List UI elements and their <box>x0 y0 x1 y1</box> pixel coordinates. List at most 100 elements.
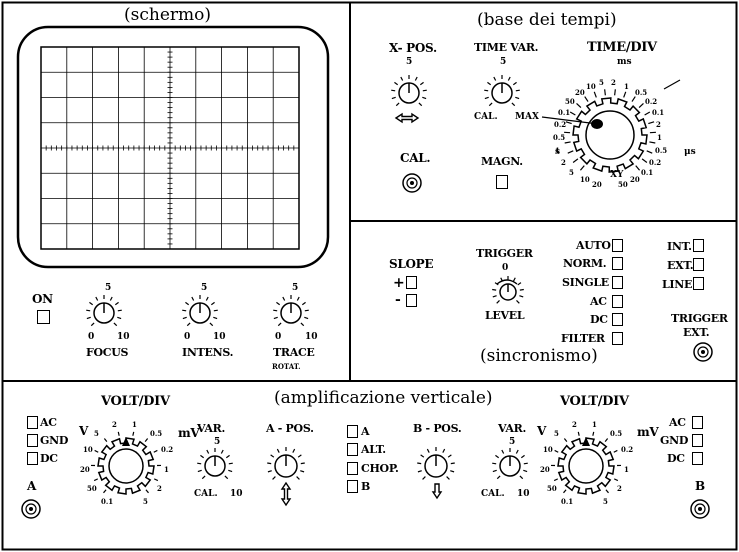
time-div-scale-label: 0.5 <box>635 88 648 97</box>
dial-tick <box>153 478 159 482</box>
dial-tick <box>564 141 571 144</box>
power-switch[interactable] <box>37 310 50 324</box>
timevar-label: TIME VAR. <box>474 41 539 54</box>
mode-a-button[interactable] <box>347 425 358 438</box>
intens-knob[interactable] <box>182 295 218 327</box>
volt-div-pointer-icon <box>122 437 130 446</box>
dial-tick <box>93 478 99 482</box>
var-b-max-label: 10 <box>517 489 530 499</box>
intens-label: INTENS. <box>182 346 234 359</box>
mode-dc-label: DC <box>590 313 608 326</box>
source-line-button[interactable] <box>693 277 704 290</box>
trigger-level-knob[interactable] <box>492 276 524 304</box>
volt-div-a-scale-label: 1 <box>164 465 169 474</box>
trace-scale-max: 10 <box>305 332 318 342</box>
mode-a-label: A <box>361 425 370 438</box>
dial-tick <box>103 438 108 443</box>
voltdiv-a-mv-label: mV <box>178 426 200 440</box>
mode-chop-button[interactable] <box>347 462 358 475</box>
timediv-label: TIME/DIV <box>587 40 657 55</box>
dial-tick <box>563 489 567 494</box>
dial-tick <box>623 91 627 98</box>
b-coupling-ac-label: AC <box>669 416 686 429</box>
mode-dc-button[interactable] <box>612 313 623 326</box>
voltdiv-a-v-label: V <box>79 424 89 438</box>
horizontal-arrow-icon <box>394 112 420 124</box>
mode-norm-button[interactable] <box>612 257 623 270</box>
time-div-dial[interactable] <box>541 79 681 173</box>
mode-filter-label: FILTER <box>561 332 605 345</box>
a-pos-knob[interactable] <box>267 447 305 480</box>
level-arrow-icon <box>496 279 518 285</box>
a-coupling-ac-button[interactable] <box>27 416 38 429</box>
volt-div-a-scale-label: 1 <box>132 420 137 429</box>
time-div-scale-label: 0.5 <box>553 133 566 142</box>
volt-div-b-scale-label: 0.1 <box>561 497 574 506</box>
screen-graticule <box>40 46 300 250</box>
mode-ac-button[interactable] <box>612 295 623 308</box>
a-pos-label: A - POS. <box>266 422 314 435</box>
b-pos-knob[interactable] <box>417 447 455 480</box>
var-a-knob[interactable] <box>197 448 233 480</box>
slope-plus-button[interactable] <box>406 276 417 289</box>
var-a-label: VAR. <box>197 422 225 435</box>
dial-tick <box>103 489 107 494</box>
a-coupling-gnd-label: GND <box>40 434 69 447</box>
time-div-scale-label: 0.2 <box>554 120 567 129</box>
volt-div-a-scale-label: 5 <box>94 429 99 438</box>
dial-tick <box>153 449 158 453</box>
slope-minus-button[interactable] <box>406 294 417 307</box>
dial-tick <box>644 111 651 116</box>
source-ext-button[interactable] <box>693 258 704 271</box>
b-coupling-ac-button[interactable] <box>692 416 703 429</box>
magn-button[interactable] <box>496 175 508 189</box>
trigger-ext-connector[interactable] <box>693 342 713 362</box>
xpos-knob[interactable] <box>391 75 427 107</box>
voltdiv-b-label: VOLT/DIV <box>560 394 629 409</box>
dial-tick <box>117 431 120 436</box>
dial-tick <box>641 158 648 163</box>
input-b-connector[interactable] <box>690 499 710 519</box>
vertical-arrow-a-icon <box>280 481 292 507</box>
dial-tick <box>554 449 559 453</box>
xy-label: XY <box>610 170 624 180</box>
voltdiv-b-mv-label: mV <box>637 425 659 439</box>
mode-single-button[interactable] <box>612 276 623 289</box>
dial-tick <box>579 165 585 171</box>
mode-b-button[interactable] <box>347 480 358 493</box>
mode-alt-button[interactable] <box>347 443 358 456</box>
cal-output-connector[interactable] <box>402 173 422 193</box>
var-a-max-label: 10 <box>230 489 243 499</box>
mode-auto-button[interactable] <box>612 239 623 252</box>
xpos-scale-top: 5 <box>406 57 413 67</box>
focus-knob[interactable] <box>86 295 122 327</box>
volt-div-dial-a[interactable] <box>90 431 162 495</box>
time-div-scale-label: 0.1 <box>641 168 654 177</box>
dial-center <box>108 448 144 484</box>
a-coupling-dc-button[interactable] <box>27 452 38 465</box>
dial-tick <box>649 141 656 144</box>
timevar-knob[interactable] <box>484 75 520 107</box>
mode-auto-label: AUTO <box>576 239 611 252</box>
a-coupling-ac-label: AC <box>40 416 57 429</box>
mode-alt-label: ALT. <box>361 443 386 456</box>
source-int-button[interactable] <box>693 239 704 252</box>
trace-rotation-knob[interactable] <box>273 295 309 327</box>
input-a-connector[interactable] <box>21 499 41 519</box>
trace-sub-label: ROTAT. <box>272 362 301 371</box>
b-coupling-dc-button[interactable] <box>692 452 703 465</box>
timevar-max-label: MAX <box>515 112 539 122</box>
vertical-arrow-b-icon <box>431 483 443 500</box>
dial-tick <box>638 102 644 108</box>
a-coupling-gnd-button[interactable] <box>27 434 38 447</box>
volt-div-a-scale-label: 0.2 <box>161 445 174 454</box>
b-coupling-gnd-button[interactable] <box>692 434 703 447</box>
var-b-knob[interactable] <box>492 448 528 480</box>
var-a-scale-top: 5 <box>214 437 221 447</box>
mode-filter-button[interactable] <box>612 332 623 345</box>
bnc-connectors[interactable] <box>21 173 713 519</box>
mode-single-label: SINGLE <box>562 276 609 289</box>
dial-tick <box>592 431 595 436</box>
volt-div-dial-b[interactable] <box>550 431 622 495</box>
